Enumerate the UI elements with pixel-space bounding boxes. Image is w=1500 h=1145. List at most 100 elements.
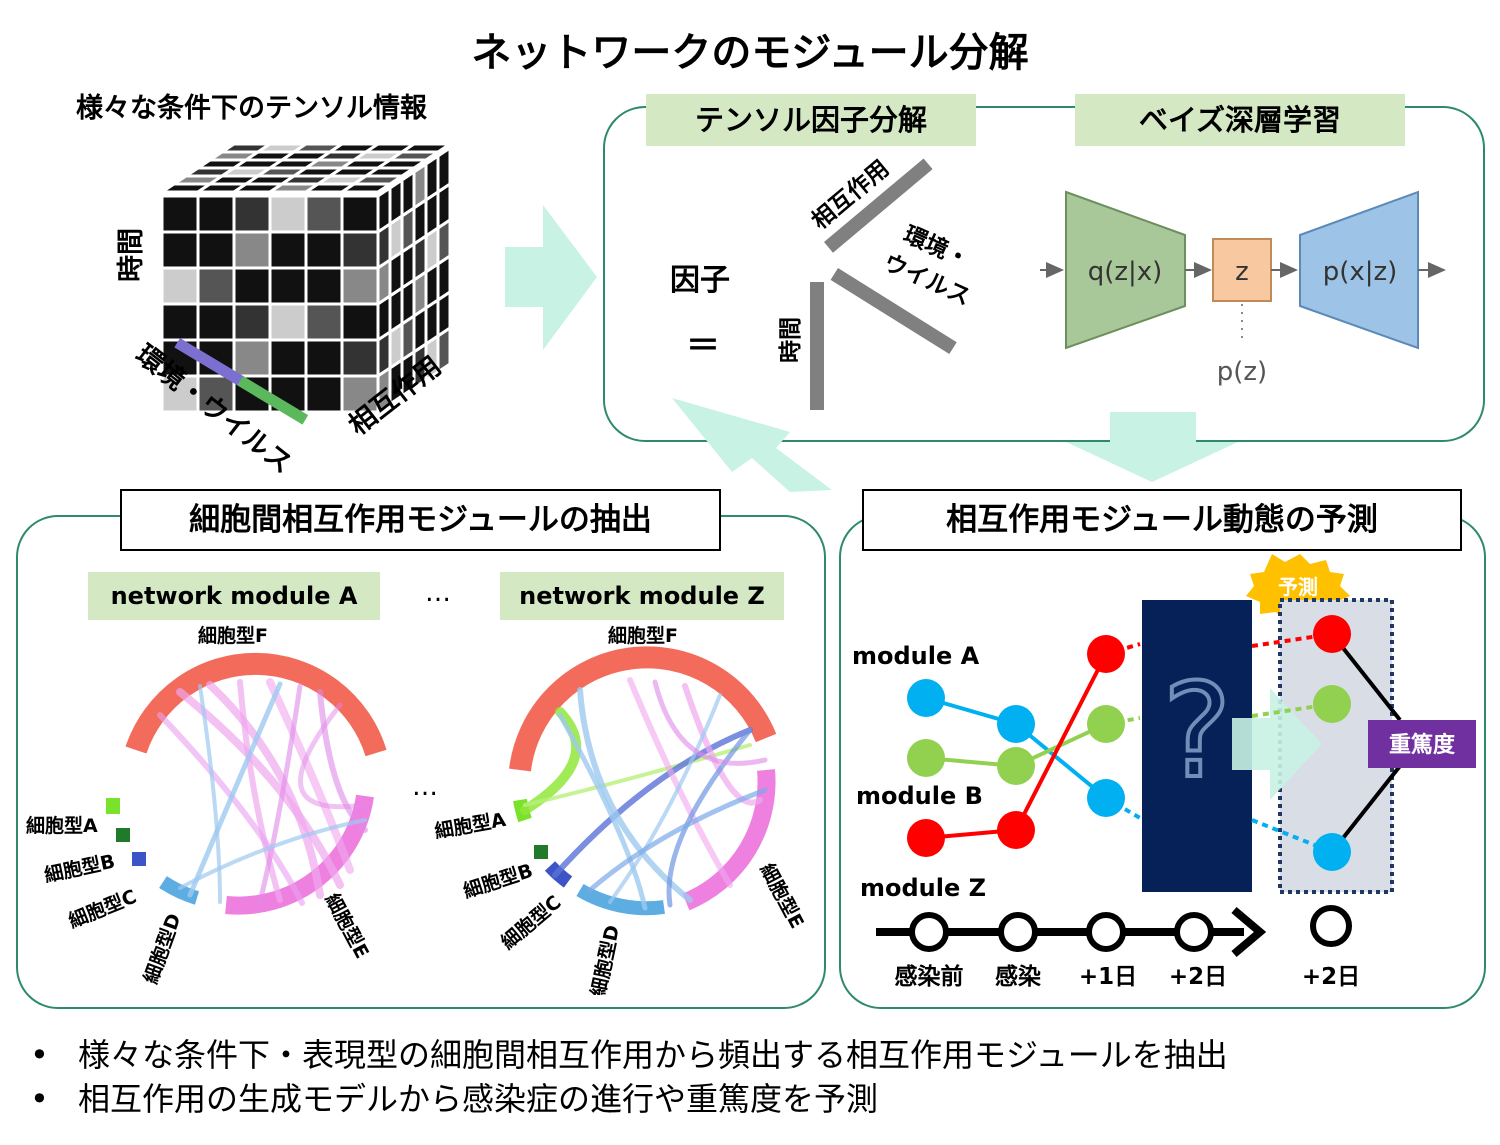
cube-cell-front <box>198 196 234 232</box>
cube-cell-front <box>342 304 378 340</box>
arrow-to-extraction <box>672 398 837 498</box>
chord-z-cell-f: 細胞型F <box>608 624 678 647</box>
factor-bars: 相互作用 環境・ ウイルス 時間 <box>760 150 1000 420</box>
bullet-2-text: 相互作用の生成モデルから感染症の進行や重篤度を予測 <box>78 1080 878 1118</box>
label-bayes-deep-learning: ベイズ深層学習 <box>1075 94 1405 146</box>
cube-cell-front <box>270 268 306 304</box>
cube-cell-front <box>162 304 198 340</box>
timeline-dot-3 <box>1177 915 1211 949</box>
cube-cell-front <box>270 304 306 340</box>
cube-cell-front <box>306 196 342 232</box>
network-module-z-label: network module Z <box>500 572 784 620</box>
module-z-label: module Z <box>860 874 986 902</box>
bullet-2: •相互作用の生成モデルから感染症の進行や重篤度を予測 <box>30 1074 878 1120</box>
cube-cell-front <box>306 340 342 376</box>
arrow-to-prediction <box>1062 412 1242 484</box>
bullet-1: •様々な条件下・表現型の細胞間相互作用から頻出する相互作用モジュールを抽出 <box>30 1030 1228 1076</box>
cube-cell-front <box>234 232 270 268</box>
axis-time-label: 時間 <box>116 228 147 282</box>
cube-cell-front <box>270 340 306 376</box>
timeline-label-1: 感染 <box>995 963 1041 990</box>
chord-a-cell-a: 細胞型A <box>26 814 98 837</box>
cube-cell-front <box>306 376 342 412</box>
timeline-dot-0 <box>912 915 946 949</box>
equals-sign: ＝ <box>686 318 720 367</box>
cube-cell-front <box>162 268 198 304</box>
cube-cell-front <box>162 196 198 232</box>
chord-z-cell-c: 細胞型C <box>496 891 565 954</box>
chord-a-cell-b: 細胞型B <box>42 850 117 887</box>
latent-label: z <box>1235 257 1249 287</box>
cube-cell-front <box>342 196 378 232</box>
label-tensor-factorization: テンソル因子分解 <box>646 94 976 146</box>
cube-cell-front <box>270 232 306 268</box>
prediction-burst-label: 予測 <box>1278 575 1318 599</box>
prediction-heading: 相互作用モジュール動態の予測 <box>862 489 1462 551</box>
cube-cell-front <box>306 268 342 304</box>
decoder-label: p(x|z) <box>1323 257 1398 287</box>
node-blue-pred <box>1313 833 1351 871</box>
chord-a-cell-d: 細胞型D <box>139 910 186 986</box>
cube-cell-front <box>342 340 378 376</box>
module-b-label: module B <box>856 782 983 810</box>
factor-label: 因子 <box>670 255 730 299</box>
module-a-label: module A <box>852 642 980 670</box>
network-module-a-label: network module A <box>88 572 380 620</box>
node-a-t2 <box>1087 779 1125 817</box>
bullet-dot: • <box>30 1036 78 1074</box>
timeline-label-pred: +2日 <box>1302 964 1360 990</box>
chord-z-cell-e: 細胞型E <box>756 860 809 933</box>
chord-diagram-a: 細胞型F 細胞型A 細胞型B 細胞型C 細胞型D 細胞型E <box>20 620 420 995</box>
timeline-dot-2 <box>1089 915 1123 949</box>
encoder-label: q(z|x) <box>1088 257 1163 287</box>
vae-diagram: q(z|x) z p(x|z) p(z) <box>1030 180 1460 400</box>
chord-z-cell-d: 細胞型D <box>586 923 624 995</box>
chord-a-cell-c: 細胞型C <box>65 885 139 933</box>
cube-cell-front <box>198 304 234 340</box>
cube-cell-front <box>234 196 270 232</box>
node-green-pred <box>1313 685 1351 723</box>
cube-cell-front <box>306 304 342 340</box>
cube-cell-front <box>234 304 270 340</box>
factor-bar-time <box>810 282 824 410</box>
question-mark: ? <box>1163 655 1232 807</box>
bullet-1-text: 様々な条件下・表現型の細胞間相互作用から頻出する相互作用モジュールを抽出 <box>78 1036 1228 1074</box>
timeline-dot-pred <box>1313 908 1349 944</box>
arc-cell-b <box>534 845 548 859</box>
node-red-pred <box>1313 615 1351 653</box>
cube-cell-front <box>306 232 342 268</box>
cube-cell-front <box>198 268 234 304</box>
prior-label: p(z) <box>1217 357 1267 387</box>
cube-cell-front <box>270 196 306 232</box>
timeline-label-0: 感染前 <box>895 963 964 990</box>
node-b-t2 <box>1087 705 1125 743</box>
node-b-t0 <box>907 739 945 777</box>
chord-z-cell-a: 細胞型A <box>433 808 508 843</box>
page-title: ネットワークのモジュール分解 <box>0 20 1500 78</box>
arc-cell-a <box>106 798 120 814</box>
arc-cell-c <box>132 852 146 866</box>
cube-cell-front <box>198 232 234 268</box>
node-z-t0 <box>907 819 945 857</box>
bullet-dot: • <box>30 1080 78 1118</box>
factor-bar-time-label: 時間 <box>778 317 804 363</box>
severity-label: 重篤度 <box>1389 732 1456 758</box>
arrow-to-factorization <box>505 205 600 355</box>
node-z-t1 <box>997 811 1035 849</box>
timeline-label-3: +2日 <box>1169 964 1227 990</box>
chord-z-cell-b: 細胞型B <box>460 859 535 903</box>
module-ellipsis-top: … <box>425 578 451 608</box>
timeline-label-2: +1日 <box>1079 964 1137 990</box>
prediction-diagram: 予測 ? 重篤度 module A module B module Z 感染前 … <box>840 548 1490 998</box>
node-a-t1 <box>997 705 1035 743</box>
extraction-heading: 細胞間相互作用モジュールの抽出 <box>120 489 721 551</box>
node-b-t1 <box>997 747 1035 785</box>
arc-cell-b <box>116 828 130 842</box>
node-z-t2 <box>1087 635 1125 673</box>
tensor-heading: 様々な条件下のテンソル情報 <box>76 86 427 125</box>
node-a-t0 <box>907 679 945 717</box>
cube-cell-front <box>342 268 378 304</box>
timeline-dot-1 <box>1001 915 1035 949</box>
cube-cell-front <box>234 340 270 376</box>
arc-cell-d <box>580 890 664 908</box>
